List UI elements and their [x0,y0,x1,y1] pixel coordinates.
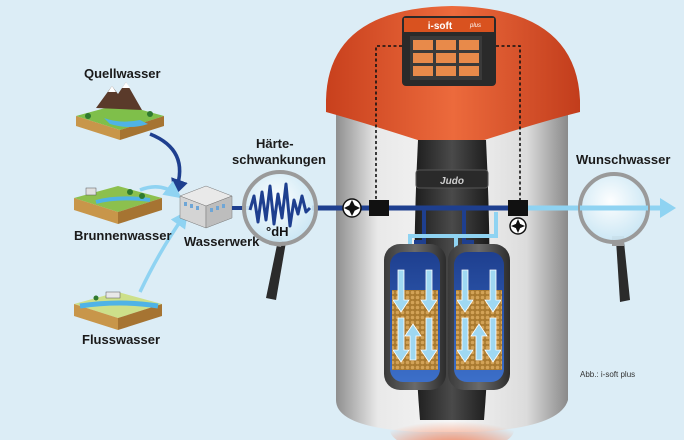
flow-arrows-right [456,269,502,363]
flow-arrows-left [392,269,438,363]
signal-wires [375,45,521,202]
label-wasserwerk: Wasserwerk [184,234,260,249]
display-brand-suffix: plus [469,23,481,29]
label-quellwasser: Quellwasser [84,66,161,81]
river-to-plant-arrow [138,210,189,293]
display-tiles [413,40,479,76]
hardness-sensor-out [508,200,528,216]
river-landscape-icon [74,291,162,330]
label-haerte-1: Härte- [256,136,294,151]
spring-landscape-icon [76,82,164,140]
resin-tank-right [448,244,510,390]
image-credit: Abb.: i-soft plus [580,370,636,379]
well-landscape-icon [74,186,162,224]
spring-to-plant-arrow [149,132,188,197]
resin-tank-left [384,244,446,390]
waterworks-building-icon [179,185,233,229]
label-flusswasser: Flusswasser [82,332,161,347]
bottom-glow [390,408,514,440]
label-dh-unit: °dH [266,224,289,239]
display-brand: i-soft [428,21,453,32]
label-wunschwasser: Wunschwasser [576,152,671,167]
inlet-valve [342,198,362,218]
label-brunnenwasser: Brunnenwasser [74,228,172,243]
hardness-sensor-in [369,200,389,216]
output-arrow [660,198,676,218]
hardness-magnifier [242,170,318,300]
hardness-wave [248,182,312,228]
soft-water-magnifier [578,172,650,302]
well-to-plant-arrow [139,180,182,199]
outlet-valve [509,217,527,235]
control-display: i-soft plus [402,16,496,86]
label-haerte-2: schwankungen [232,152,326,167]
maker-logo: Judo [440,176,464,187]
